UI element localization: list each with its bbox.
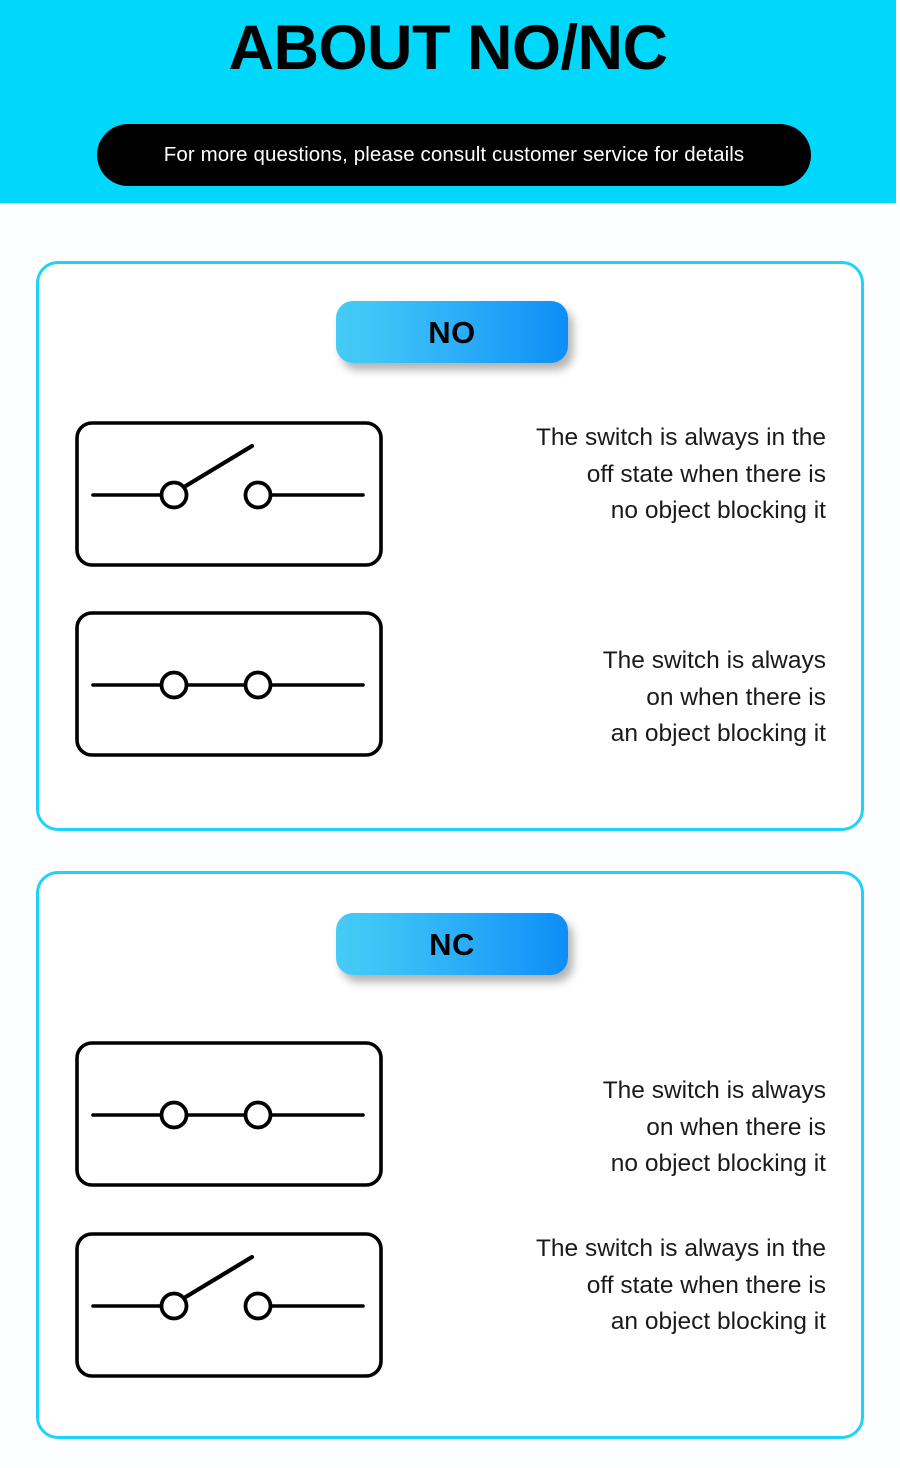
caption-no-open: The switch is always in the off state wh…	[396, 420, 826, 530]
row-no-open: The switch is always in the off state wh…	[0, 420, 900, 568]
caption-nc-closed: The switch is always on when there is no…	[396, 1040, 826, 1183]
caption-line: off state when there is	[586, 1271, 826, 1299]
caption-line: an object blocking it	[610, 1308, 826, 1335]
badge-nc-label: NC	[429, 926, 475, 962]
caption-line: on when there is	[646, 683, 826, 711]
switch-open-icon	[74, 420, 384, 568]
header-band: ABOUT NO/NC For more questions, please c…	[0, 0, 896, 203]
caption-line: on when there is	[646, 1113, 826, 1141]
row-nc-open: The switch is always in the off state wh…	[0, 1231, 900, 1379]
caption-line: an object blocking it	[610, 720, 826, 747]
badge-no: NO	[336, 301, 568, 363]
subtitle-text: For more questions, please consult custo…	[163, 143, 745, 166]
caption-line: The switch is always	[602, 647, 826, 674]
switch-closed-icon	[74, 1040, 384, 1188]
caption-line: off state when there is	[586, 460, 826, 488]
badge-no-label: NO	[428, 314, 476, 350]
badge-nc: NC	[336, 913, 568, 975]
caption-no-closed: The switch is always on when there is an…	[396, 610, 826, 753]
caption-line: no object blocking it	[610, 1150, 826, 1177]
row-no-closed: The switch is always on when there is an…	[0, 610, 900, 758]
subtitle-pill: For more questions, please consult custo…	[97, 124, 811, 186]
page-title: ABOUT NO/NC	[228, 13, 668, 83]
row-nc-closed: The switch is always on when there is no…	[0, 1040, 900, 1188]
caption-line: The switch is always in the	[535, 1235, 826, 1262]
caption-line: no object blocking it	[610, 497, 826, 524]
caption-nc-open: The switch is always in the off state wh…	[396, 1231, 826, 1341]
caption-line: The switch is always in the	[535, 424, 826, 451]
switch-open-icon	[74, 1231, 384, 1379]
switch-closed-icon	[74, 610, 384, 758]
caption-line: The switch is always	[602, 1077, 826, 1104]
